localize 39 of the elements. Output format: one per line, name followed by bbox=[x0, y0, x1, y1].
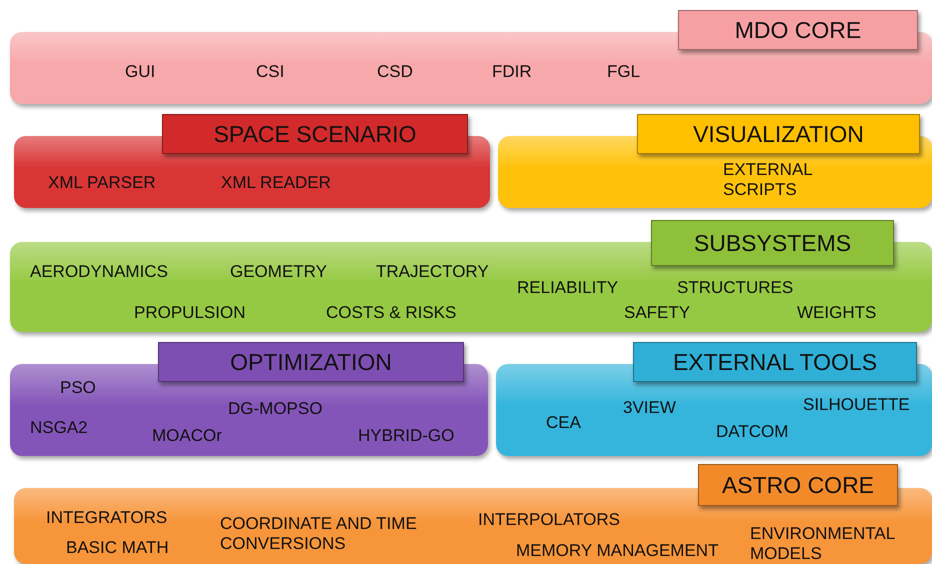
module-label: CSD bbox=[377, 62, 413, 82]
module-label: HYBRID-GO bbox=[358, 426, 454, 446]
module-label: SILHOUETTE bbox=[803, 395, 910, 415]
module-label: COSTS & RISKS bbox=[326, 303, 456, 323]
module-label: CEA bbox=[546, 413, 581, 433]
module-label: DATCOM bbox=[716, 422, 788, 442]
module-label: NSGA2 bbox=[30, 418, 88, 438]
module-label: WEIGHTS bbox=[797, 303, 876, 323]
layer-title: SPACE SCENARIO bbox=[162, 114, 468, 154]
module-label: RELIABILITY bbox=[517, 278, 618, 298]
layer-title: MDO CORE bbox=[678, 10, 918, 50]
module-label: PROPULSION bbox=[134, 303, 246, 323]
layer-title: EXTERNAL TOOLS bbox=[633, 342, 917, 382]
layer-title: ASTRO CORE bbox=[698, 464, 898, 506]
module-label: PSO bbox=[60, 378, 96, 398]
layer-title: SUBSYSTEMS bbox=[651, 220, 894, 266]
layer-title: VISUALIZATION bbox=[637, 114, 920, 154]
module-label: XML PARSER bbox=[48, 173, 156, 193]
module-label: MOACOr bbox=[152, 426, 222, 446]
module-label: MEMORY MANAGEMENT bbox=[516, 541, 718, 561]
module-label: XML READER bbox=[221, 173, 331, 193]
module-label: GUI bbox=[125, 62, 156, 82]
module-label: AERODYNAMICS bbox=[30, 262, 168, 282]
module-label: ENVIRONMENTAL MODELS bbox=[750, 524, 896, 564]
module-label: SAFETY bbox=[624, 303, 690, 323]
module-label: CSI bbox=[256, 62, 284, 82]
module-label: INTERPOLATORS bbox=[478, 510, 620, 530]
module-label: FDIR bbox=[492, 62, 532, 82]
layer-title: OPTIMIZATION bbox=[158, 342, 464, 382]
module-label: BASIC MATH bbox=[66, 538, 169, 558]
module-label: DG-MOPSO bbox=[228, 399, 322, 419]
module-label: TRAJECTORY bbox=[376, 262, 489, 282]
module-label: INTEGRATORS bbox=[46, 508, 168, 528]
module-label: 3VIEW bbox=[623, 398, 676, 418]
module-label: COORDINATE AND TIME CONVERSIONS bbox=[220, 514, 418, 554]
module-label: FGL bbox=[607, 62, 640, 82]
module-label: GEOMETRY bbox=[230, 262, 327, 282]
module-label: STRUCTURES bbox=[677, 278, 794, 298]
module-label: EXTERNAL SCRIPTS bbox=[723, 160, 814, 200]
